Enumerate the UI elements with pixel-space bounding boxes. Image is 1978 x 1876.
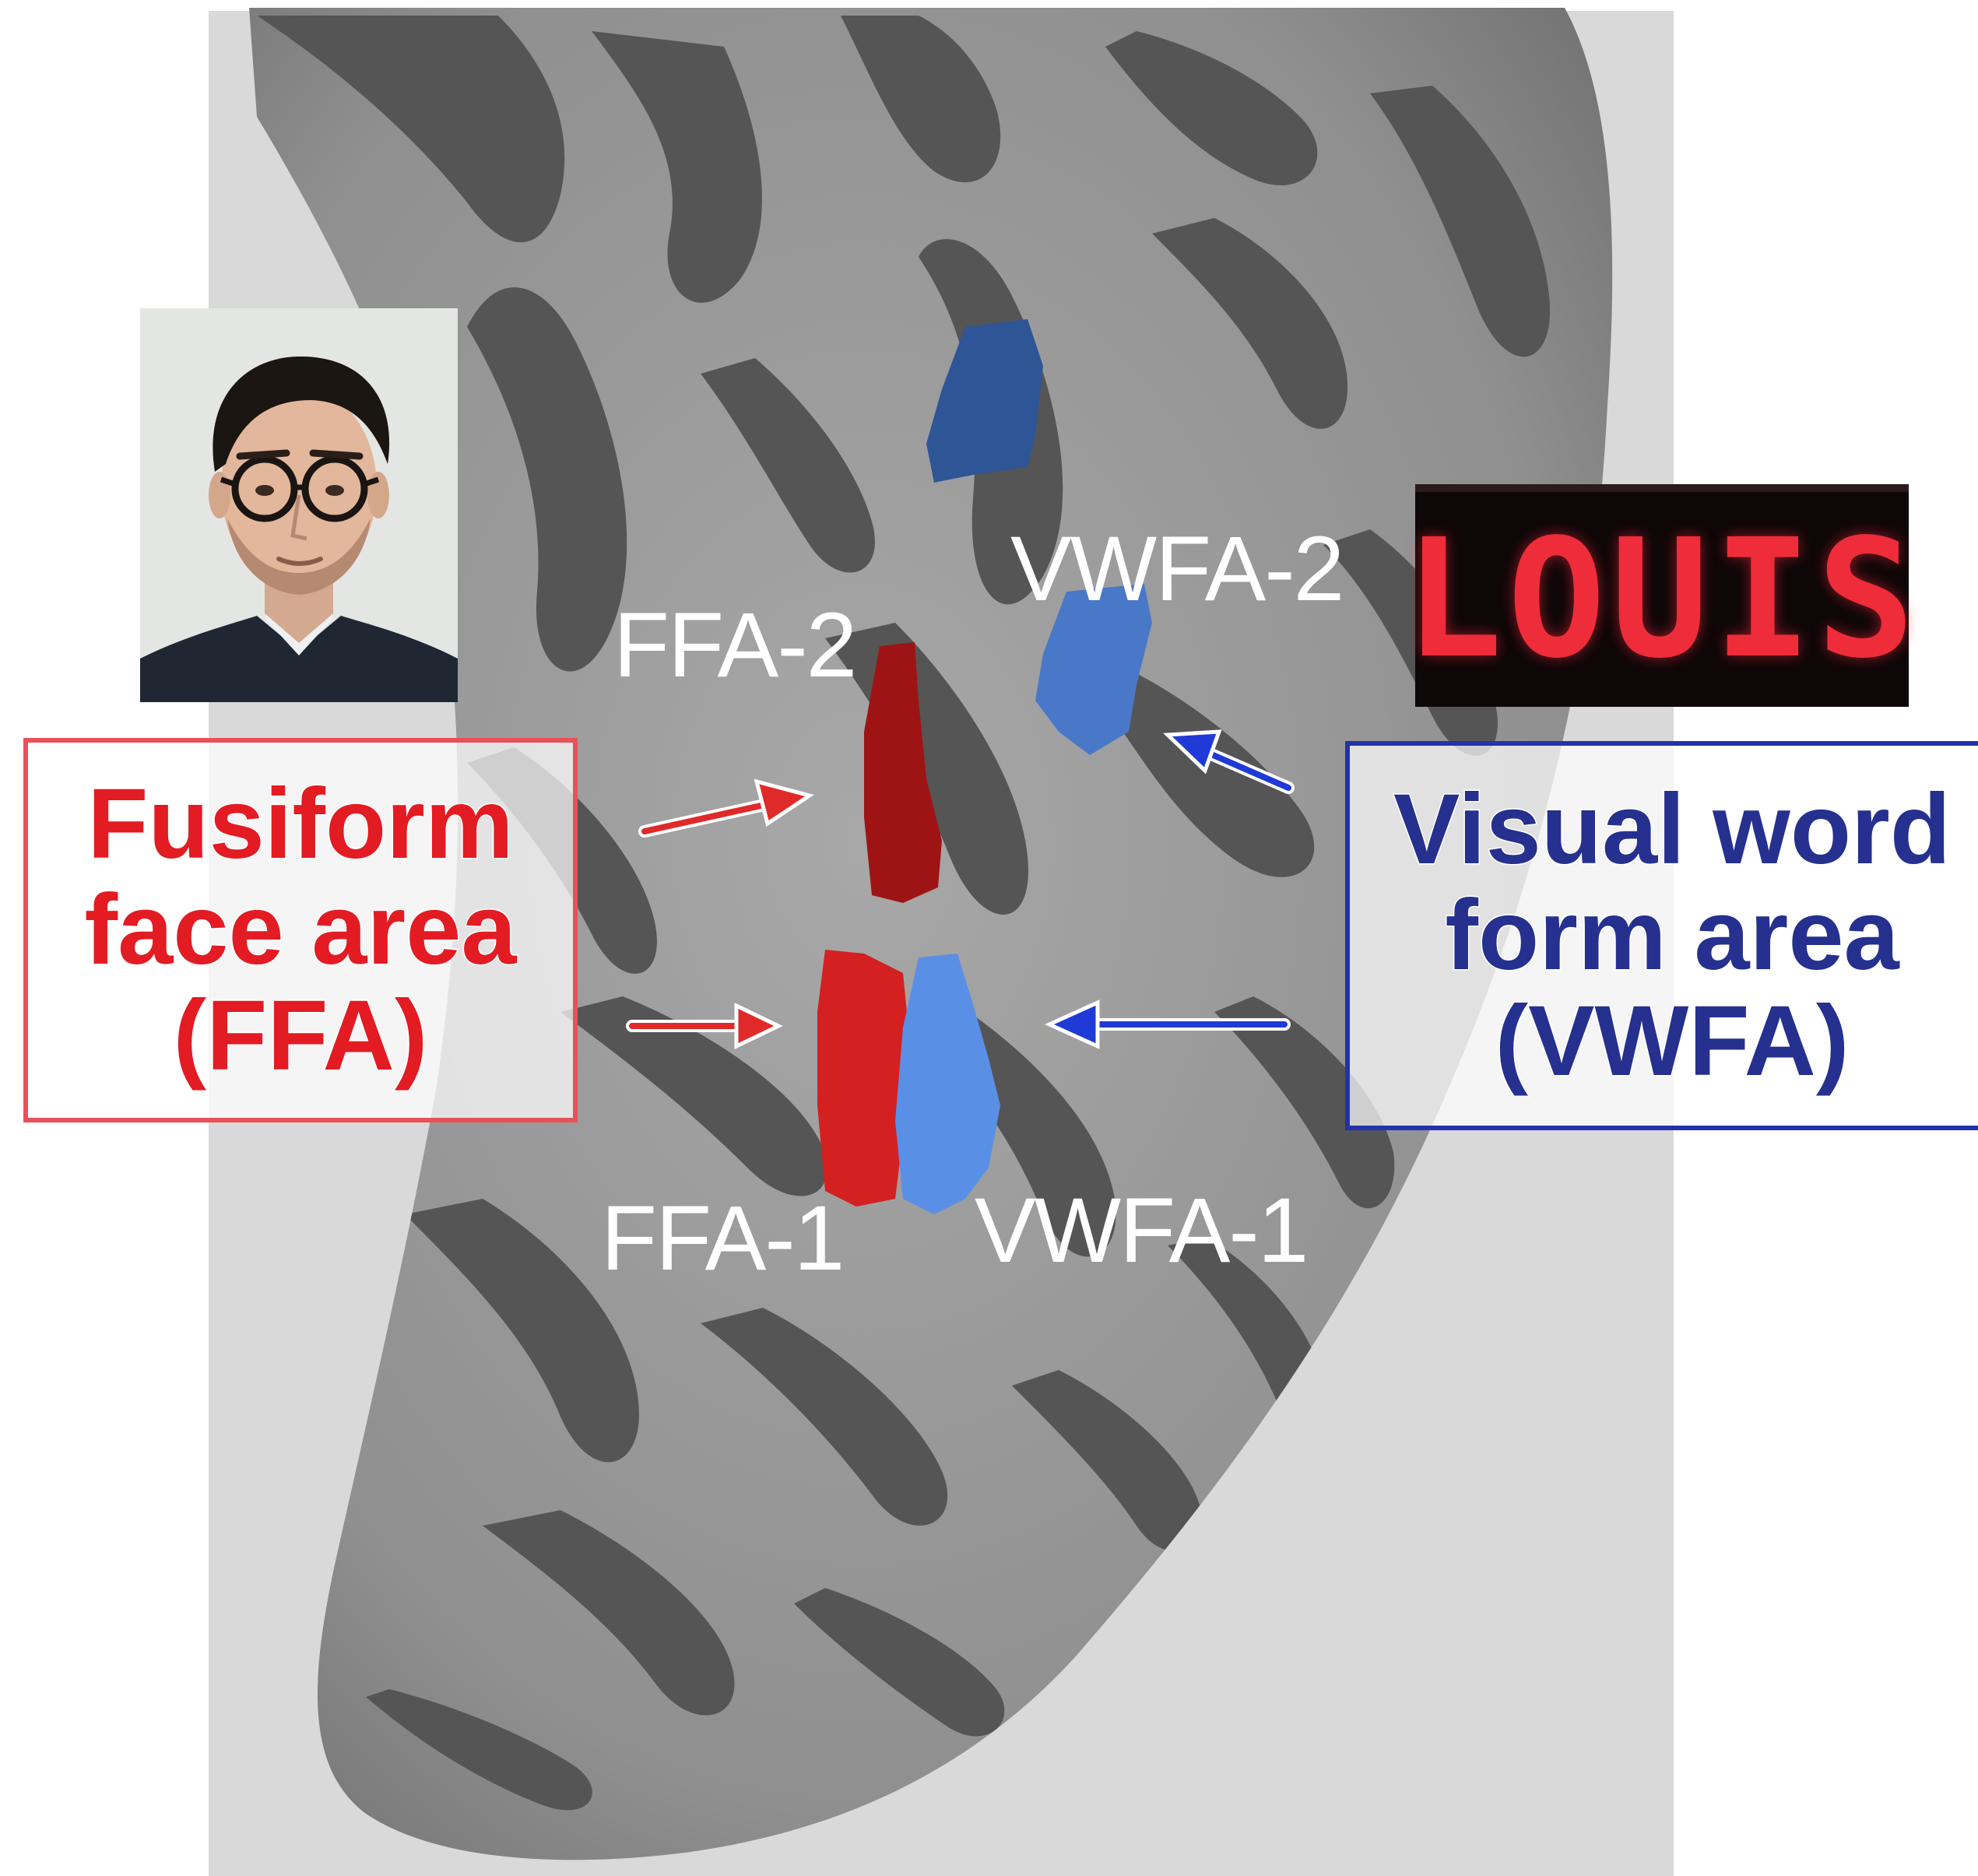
ffa-callout-box: Fusiform face area (FFA) — [23, 738, 578, 1122]
face-photo-icon — [140, 308, 458, 702]
vwfa-callout-box: Visual word form area (VWFA) — [1345, 741, 1978, 1130]
ffa-2-label: FFA-2 — [613, 599, 855, 691]
vwfa-1-label: VWFA-1 — [975, 1185, 1307, 1277]
vwfa-callout-line-3: (VWFA) — [1495, 989, 1850, 1094]
ffa-callout-line-3: (FFA) — [174, 983, 428, 1089]
led-sign-word: LOUIS — [1404, 518, 1920, 681]
ffa-callout-line-1: Fusiform — [87, 771, 514, 877]
ffa-1-region — [817, 950, 911, 1207]
vwfa-callout-line-2: form area — [1445, 883, 1899, 989]
ffa-1-label: FFA-1 — [601, 1193, 843, 1284]
ffa-callout-line-2: face area — [84, 877, 516, 983]
vwfa-2-label: VWFA-2 — [1010, 523, 1343, 615]
led-sign-icon: LOUIS — [1415, 484, 1909, 707]
vwfa-callout-line-1: Visual word — [1393, 777, 1951, 883]
